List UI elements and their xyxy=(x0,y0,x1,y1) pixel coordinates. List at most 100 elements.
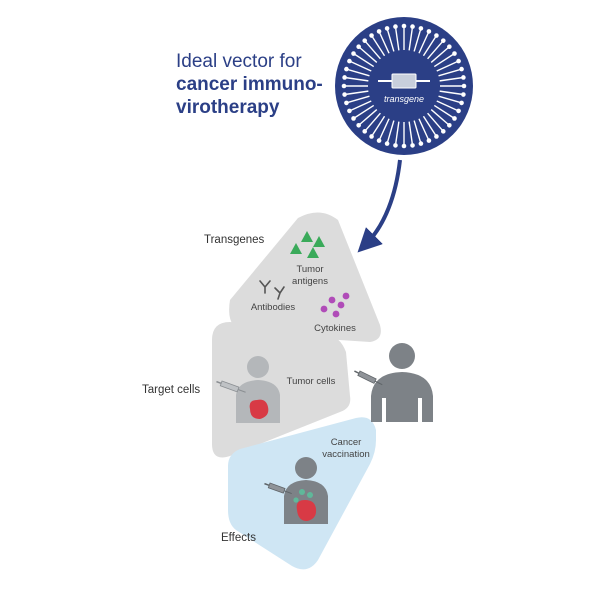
virus-spike-knob xyxy=(418,26,424,31)
tumor-antigen-icon xyxy=(290,231,325,258)
virus-spike-knob xyxy=(410,24,415,29)
virus-spike xyxy=(439,77,462,82)
virus-spike xyxy=(372,36,386,57)
virus-spike-knob xyxy=(344,66,349,72)
virus-spike xyxy=(439,90,462,95)
virus-spike-knob xyxy=(440,38,446,43)
diagram-title: Ideal vector for cancer immuno- virother… xyxy=(176,50,323,119)
tumor-cells-label: Tumor cells xyxy=(286,376,336,387)
tumor-icon xyxy=(296,500,317,521)
virus-spike xyxy=(350,61,372,72)
virus-spike xyxy=(386,30,395,52)
transgene-cassette-icon xyxy=(378,73,430,89)
virus-spike-knob xyxy=(347,58,352,64)
syringe-icon xyxy=(354,370,383,386)
virus-spike xyxy=(395,28,400,51)
virus-spike xyxy=(395,121,400,144)
virus-spike-knob xyxy=(376,138,382,143)
effects-label: Effects xyxy=(221,532,256,544)
virus-spike-knob xyxy=(452,116,457,121)
virus-spike xyxy=(408,28,413,51)
virus-spike xyxy=(436,61,458,72)
virus-spike-knob xyxy=(393,24,398,29)
title-line-1: Ideal vector for xyxy=(176,51,302,72)
virus-spike xyxy=(418,118,429,140)
target-cells-panel xyxy=(212,322,351,458)
virus-spike-knob xyxy=(356,122,361,128)
virus-spike xyxy=(354,104,375,118)
virus-spike-knob xyxy=(347,108,352,114)
virus-spike-knob xyxy=(362,38,368,43)
virus-spike xyxy=(430,109,449,125)
virus-particle-icon: transgene xyxy=(335,17,473,155)
virus-spike xyxy=(379,118,390,140)
virus-spike-knob xyxy=(461,75,466,80)
virus-spike-knob xyxy=(410,143,415,148)
virus-spike-knob xyxy=(351,116,356,121)
virus-spike-knob xyxy=(461,83,467,89)
virus-spike-knob xyxy=(351,51,356,56)
virus-spike-knob xyxy=(369,33,374,38)
virus-spike xyxy=(348,68,370,77)
virus-spike xyxy=(422,115,436,136)
virus-spike xyxy=(359,109,378,125)
virus-spike-knob xyxy=(459,66,464,72)
virus-spike xyxy=(438,95,460,104)
tumor-icon xyxy=(249,399,269,419)
virus-spike xyxy=(354,54,375,68)
virus-spike-knob xyxy=(452,51,457,56)
virus-spike-knob xyxy=(342,75,347,80)
virus-spike-knob xyxy=(356,44,361,50)
transgene-label: transgene xyxy=(384,94,424,104)
virus-spike-knob xyxy=(426,29,432,34)
virus-spike-knob xyxy=(418,141,424,146)
virus-spike xyxy=(386,120,395,142)
cytokine-icon xyxy=(320,292,350,318)
virus-spike xyxy=(427,112,443,131)
vaccinated-person-icon xyxy=(284,457,328,524)
virus-spike-knob xyxy=(456,58,461,64)
patient-person-icon xyxy=(236,356,280,423)
title-line-3: virotherapy xyxy=(176,97,280,118)
virus-spike xyxy=(433,54,454,68)
virus-spike-knob xyxy=(461,92,466,97)
antibodies-label: Antibodies xyxy=(250,302,296,313)
virus-spike-knob xyxy=(384,26,390,31)
syringe-icon xyxy=(216,380,246,393)
virus-spike xyxy=(346,77,369,82)
virus-spike-knob xyxy=(459,100,464,106)
virus-spike xyxy=(438,68,460,77)
virus-spike xyxy=(430,47,449,63)
virus-spike xyxy=(350,100,372,111)
virus-spike xyxy=(346,90,369,95)
virus-spike xyxy=(433,104,454,118)
virus-spike xyxy=(422,36,436,57)
cytokines-label: Cytokines xyxy=(314,323,356,334)
target-cells-label: Target cells xyxy=(142,384,201,396)
virus-spike xyxy=(408,121,413,144)
virus-spike-knob xyxy=(401,143,407,149)
virus-spikes xyxy=(341,23,467,149)
virus-spike-knob xyxy=(369,134,374,139)
virus-spike xyxy=(436,100,458,111)
virus-spike-knob xyxy=(434,134,439,139)
virus-spike xyxy=(365,41,381,60)
virus-spike xyxy=(365,112,381,131)
title-line-2: cancer immuno- xyxy=(176,74,323,95)
virus-spike xyxy=(413,30,422,52)
cancer-vaccination-label: Cancer vaccination xyxy=(322,437,370,460)
tumor-antigens-label: Tumor antigens xyxy=(292,264,328,287)
virus-spike-knob xyxy=(447,44,452,50)
virus-spike-knob xyxy=(393,143,398,148)
virus-spike-knob xyxy=(341,83,347,89)
virus-spike xyxy=(372,115,386,136)
transgenes-label: Transgenes xyxy=(204,234,265,246)
recipient-person-icon xyxy=(371,343,433,422)
virus-spike-knob xyxy=(440,129,446,134)
virus-spike-knob xyxy=(344,100,349,106)
virus-spike-knob xyxy=(342,92,347,97)
virus-spike xyxy=(413,120,422,142)
syringe-icon xyxy=(264,482,292,495)
virus-spike xyxy=(348,95,370,104)
